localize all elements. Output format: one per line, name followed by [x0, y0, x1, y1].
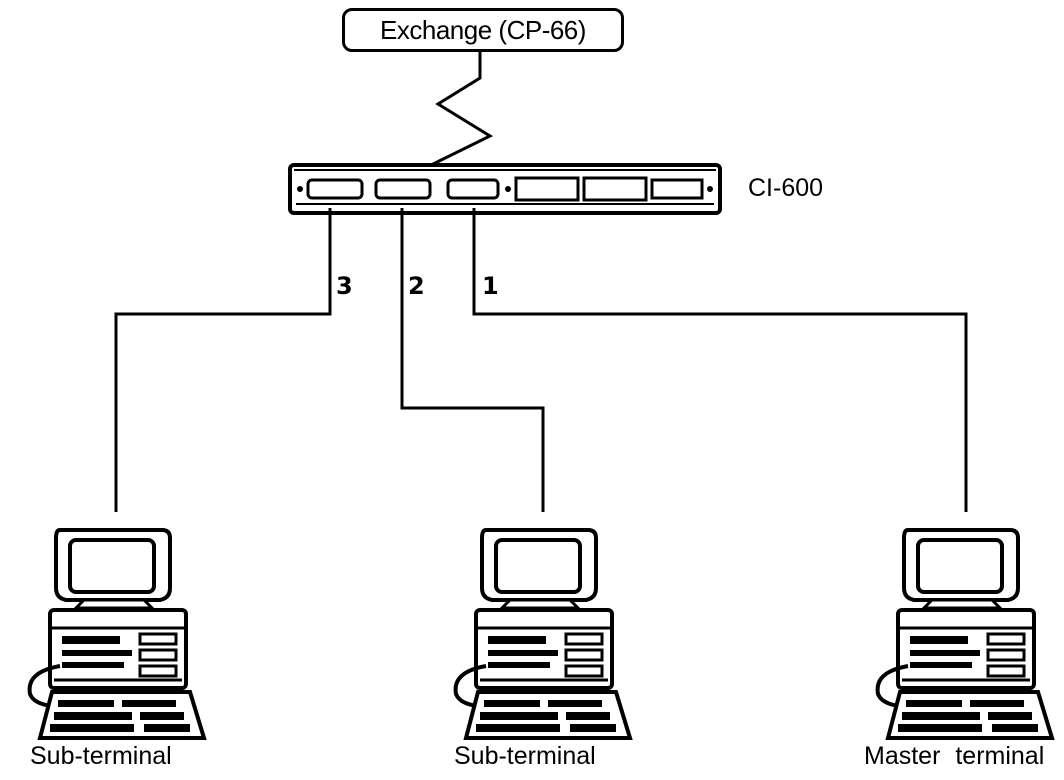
- terminal-label-right: Master terminal: [864, 742, 1045, 770]
- terminal-label-center: Sub-terminal: [454, 742, 596, 770]
- line-port-3: [114, 208, 332, 512]
- port-number-3: 3: [336, 272, 353, 300]
- exchange-link: [424, 52, 494, 170]
- ci600-device: [288, 163, 722, 215]
- exchange-box: Exchange (CP-66): [342, 8, 624, 52]
- terminal-label-left: Sub-terminal: [30, 742, 172, 770]
- hub-label: CI-600: [748, 174, 824, 202]
- computer-icon: [875, 528, 1054, 740]
- line-port-1: [472, 208, 968, 512]
- line-port-2: [400, 208, 545, 512]
- computer-icon: [453, 528, 632, 740]
- port-number-1: 1: [482, 272, 499, 300]
- port-number-2: 2: [408, 272, 425, 300]
- computer-icon: [27, 528, 206, 740]
- exchange-label: Exchange (CP-66): [380, 14, 586, 45]
